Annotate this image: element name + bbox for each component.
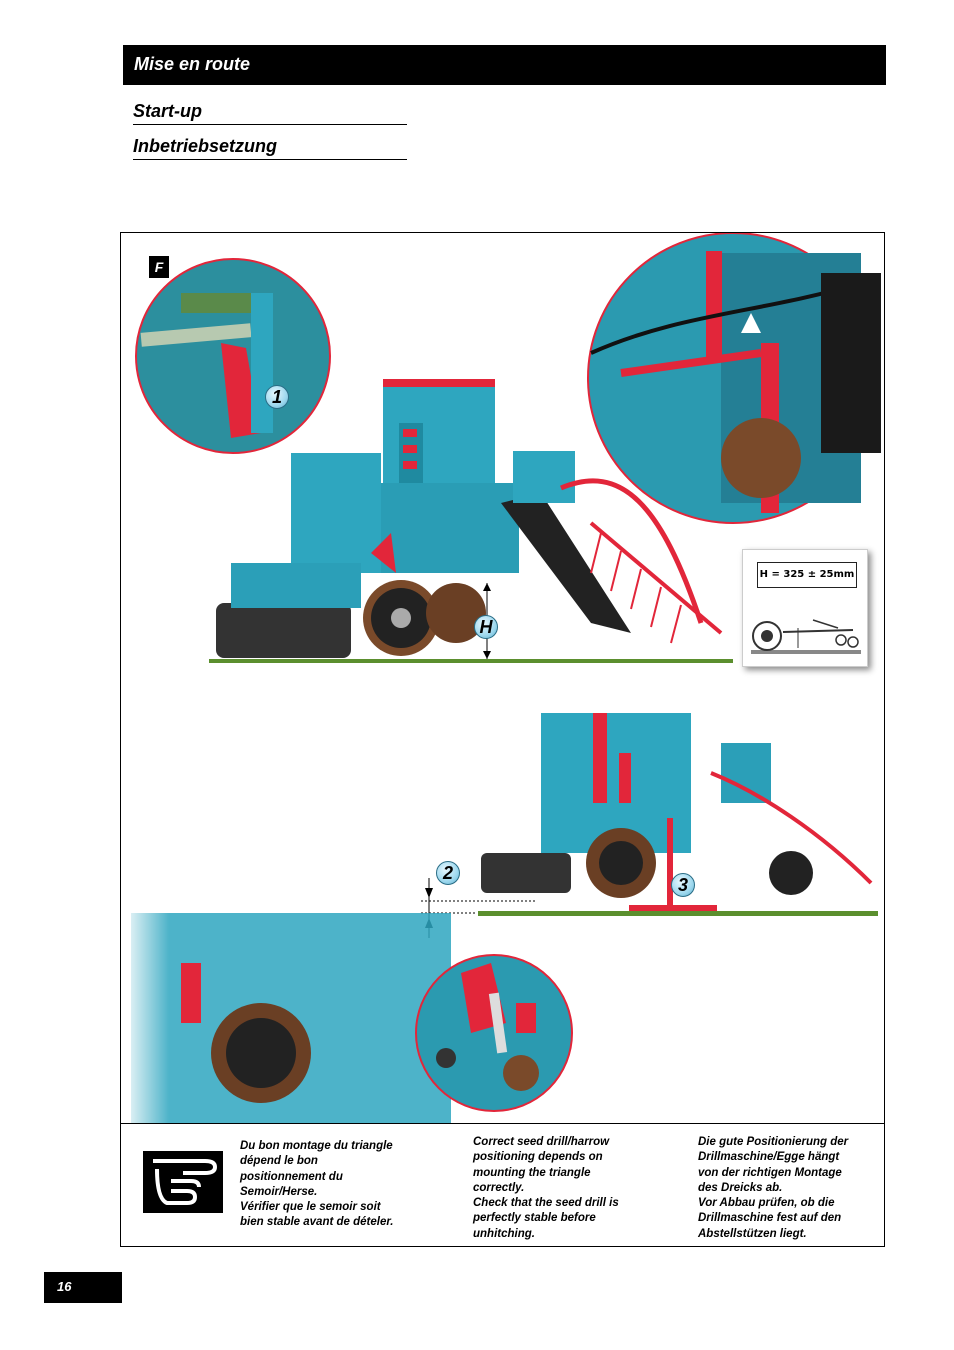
detail-circle-1 [135, 258, 331, 454]
note-french: Du bon montage du triangle dépend le bon… [240, 1140, 394, 1229]
height-spec-panel: H = 325 ± 25mm [742, 549, 868, 667]
height-spec-text: H = 325 ± 25mm [757, 562, 857, 588]
callout-1: 1 [265, 385, 289, 409]
seed-drill-main [209, 379, 733, 663]
header-bar: Mise en route [123, 45, 886, 85]
pointing-hand-icon [143, 1151, 223, 1213]
subtitle-inbetriebsetzung: Inbetriebsetzung [133, 136, 407, 160]
note-english: Correct seed drill/harrow positioning de… [473, 1136, 619, 1240]
machine-illustration [121, 233, 881, 1123]
detail-circle-spring [415, 954, 573, 1112]
height-diagram [751, 619, 861, 654]
detail-circle-hitch [587, 233, 881, 524]
callout-h: H [474, 615, 498, 639]
callout-2: 2 [436, 861, 460, 885]
callout-3: 3 [671, 873, 695, 897]
figure-label: F [149, 256, 169, 278]
page-title: Mise en route [134, 54, 251, 74]
seed-drill-stand [421, 713, 878, 938]
note-german: Die gute Positionierung der Drillmaschin… [698, 1136, 849, 1240]
figure-frame: F [120, 232, 885, 1247]
subtitle-start-up: Start-up [133, 101, 407, 125]
page-number: 16 [44, 1272, 122, 1303]
note-row: Du bon montage du triangle dépend le bon… [121, 1123, 884, 1246]
seed-drill-detail [121, 913, 451, 1123]
